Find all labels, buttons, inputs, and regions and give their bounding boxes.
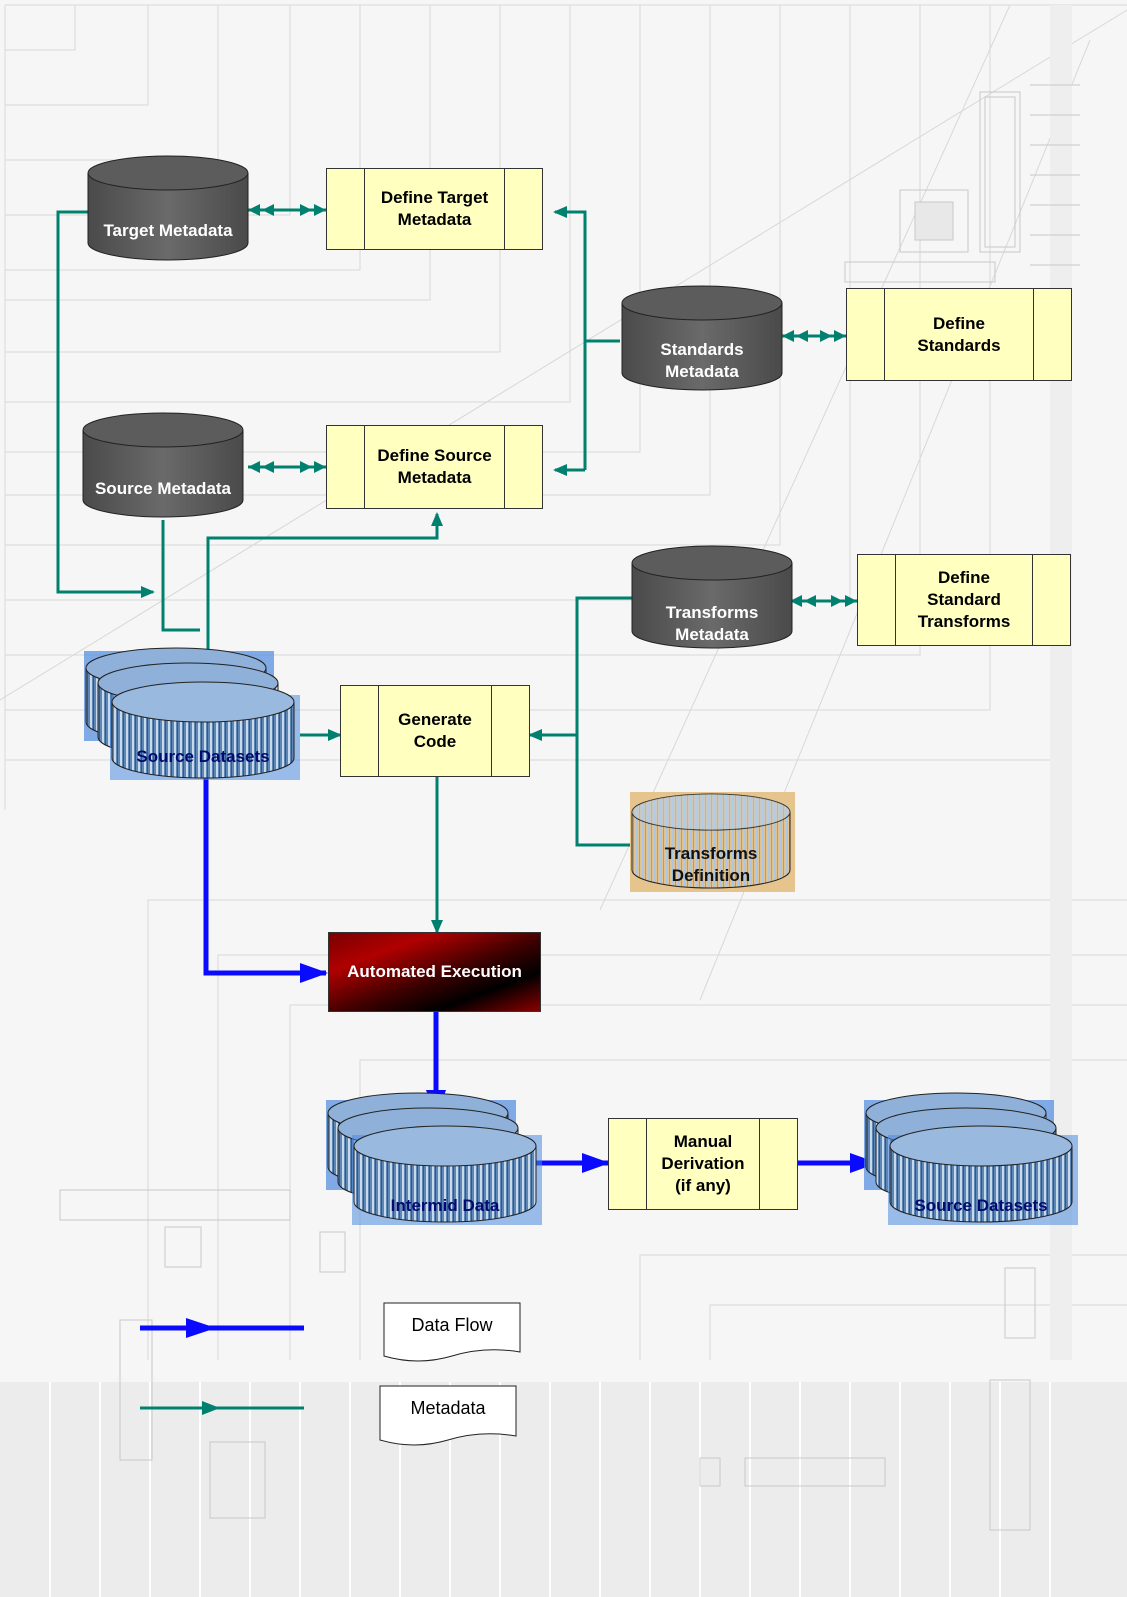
manual-derivation-process[interactable]: Manual Derivation (if any) — [608, 1118, 798, 1210]
standards-metadata-label: Standards Metadata — [660, 340, 744, 381]
database-standards-metadata — [621, 285, 783, 391]
standards-to-define-target-arrow — [553, 206, 587, 470]
define-standards-process[interactable]: Define Standards — [846, 288, 1072, 381]
legend-data-flow-line — [140, 1318, 304, 1338]
bidirectional-link-target — [248, 204, 326, 216]
datasets-intermid — [326, 1092, 542, 1225]
intermid-data-label: Intermid Data — [390, 1196, 500, 1215]
source-metadata-label: Source Metadata — [94, 479, 232, 498]
manual-derivation-label: Manual Derivation (if any) — [661, 1132, 745, 1195]
database-transforms-definition — [630, 792, 795, 892]
define-target-metadata-label: Define Target Metadata — [380, 188, 489, 229]
datasets-to-execution-flow — [203, 775, 328, 983]
source-datasets-bottom-label: Source Datasets — [914, 1196, 1048, 1215]
transforms-metadata-label: Transforms Metadata — [665, 603, 759, 644]
datasets-source-bottom — [864, 1092, 1078, 1225]
legend-document-shapes — [379, 1302, 521, 1446]
datasets-source-top — [84, 647, 300, 780]
generate-code-process[interactable]: Generate Code — [340, 685, 530, 777]
define-standards-label: Define Standards — [917, 313, 1001, 355]
database-source-metadata — [82, 412, 244, 518]
datasets-to-define-source-arrow — [206, 512, 443, 690]
bidirectional-link-source — [248, 461, 326, 473]
source-datasets-top-label: Source Datasets — [136, 747, 270, 766]
generate-code-label: Generate Code — [398, 710, 472, 751]
legend-metadata-line — [140, 1401, 304, 1415]
define-target-metadata-process[interactable]: Define Target Metadata — [326, 168, 543, 250]
target-metadata-label: Target Metadata — [103, 221, 233, 240]
bidirectional-link-transforms — [790, 595, 857, 607]
define-standard-transforms-process[interactable]: Define Standard Transforms — [857, 554, 1071, 646]
legend-metadata-label: Metadata — [410, 1397, 486, 1418]
define-source-metadata-process[interactable]: Define Source Metadata — [326, 425, 543, 509]
define-standard-transforms-label: Define Standard Transforms — [917, 568, 1011, 631]
define-source-metadata-label: Define Source Metadata — [377, 446, 492, 487]
automated-execution-label: Automated Execution — [347, 962, 522, 981]
automated-execution-process[interactable]: Automated Execution — [328, 932, 541, 1012]
target-to-generate-arrow — [56, 210, 155, 598]
bidirectional-link-standards — [782, 330, 846, 342]
database-target-metadata — [87, 155, 249, 261]
legend-data-flow-label: Data Flow — [411, 1314, 493, 1335]
transforms-definition-label: Transforms Definition — [664, 844, 758, 885]
database-transforms-metadata — [631, 545, 793, 649]
